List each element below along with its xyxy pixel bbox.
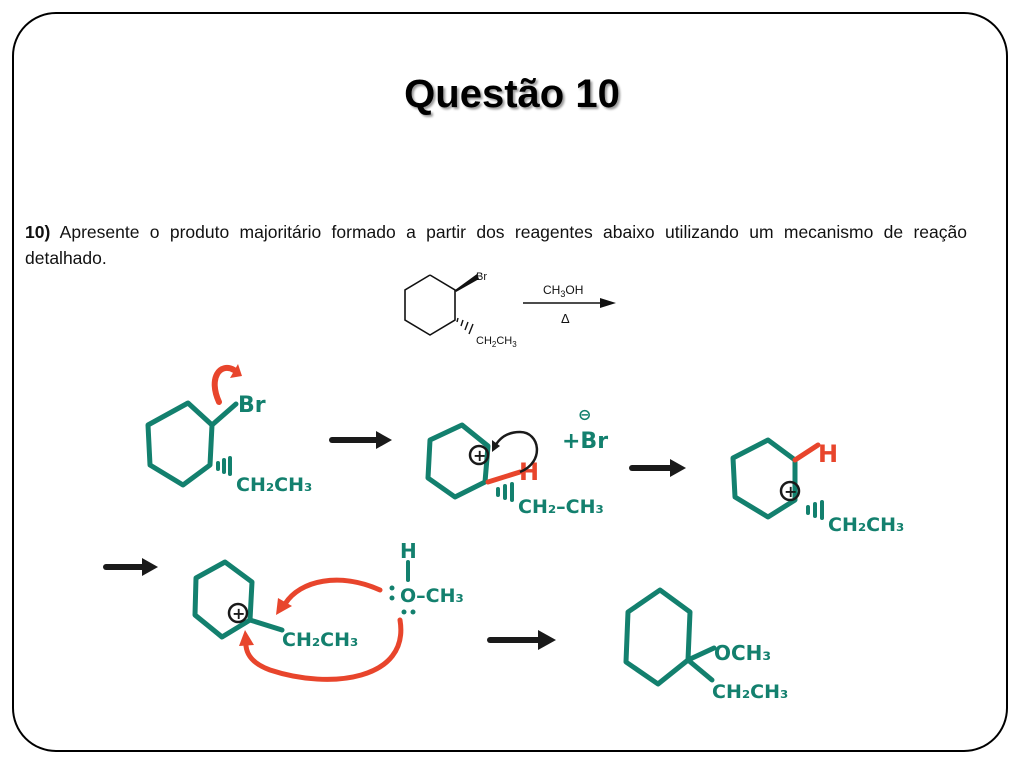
slide-title: Questão 10 [404, 72, 620, 116]
mechanism-arrow-2-head [670, 459, 686, 477]
question-body: Apresente o produto majoritário formado … [25, 222, 967, 268]
step1-structure [145, 400, 239, 488]
reagent-label: CH3OH [543, 283, 583, 299]
mechanism-arrow-1-head [376, 431, 392, 449]
step4-ethyl: CH₂CH₃ [282, 629, 358, 651]
step3-hydrogen: H [818, 440, 838, 468]
step4-lone-pairs [389, 585, 416, 615]
step1-arrow-head [230, 364, 242, 378]
step2-ch-bond [485, 469, 523, 485]
step3-structure [730, 437, 798, 520]
step3-ethyl: CH₂CH₃ [828, 514, 904, 536]
mechanism-arrow-3-head [142, 558, 158, 576]
step1-ring [145, 400, 215, 488]
step3-carbocation-sign: + [784, 482, 797, 501]
step3-ring [730, 437, 798, 520]
step2-bromide-charge: ⊖ [578, 405, 591, 424]
step4-structure [192, 559, 285, 640]
question-text: 10) Apresente o produto majoritário form… [25, 219, 967, 271]
heat-label: Δ [561, 311, 570, 326]
step4-attack-arrow [282, 577, 383, 607]
step2-curved-arrow [492, 430, 539, 474]
step4-carbocation-circle [227, 602, 249, 624]
step2-hydrogen: H [519, 458, 539, 486]
step4-loop-arrow-head [239, 630, 254, 646]
br-label: Br [476, 271, 487, 283]
step1-ethyl: CH₂CH₃ [236, 474, 312, 496]
product-methoxy: OCH₃ [714, 641, 771, 665]
slide-frame [12, 12, 1008, 752]
hashed-bond [456, 317, 474, 335]
step4-methanol: O–CH₃ [400, 585, 464, 607]
step3-hashes [806, 500, 824, 520]
step4-ring [192, 559, 255, 640]
product-structure [623, 587, 717, 687]
step4-carbocation-sign: + [232, 604, 245, 623]
step1-hashes [216, 456, 232, 476]
reaction-arrow-head [600, 298, 616, 308]
step4-attack-arrow-head [276, 598, 292, 615]
product-ethyl: CH₂CH₃ [712, 681, 788, 703]
step2-ethyl: CH₂–CH₃ [518, 496, 604, 518]
step2-carbocation-sign: + [473, 446, 486, 465]
ethyl-label: CH2CH3 [476, 335, 517, 349]
step1-curved-arrow [211, 365, 237, 405]
step4-loop-arrow [243, 617, 404, 682]
step2-ring [425, 422, 491, 500]
step2-structure [425, 422, 491, 500]
step3-ch-bond [792, 442, 821, 463]
step4-hydrogen: H [400, 539, 417, 563]
step1-br: Br [238, 393, 266, 418]
step2-hashes [496, 482, 514, 502]
step3-carbocation-circle [779, 480, 801, 502]
wedge-bond [455, 274, 479, 292]
mechanism-arrow-4-head [538, 630, 556, 650]
step2-carbocation-circle [468, 444, 490, 466]
product-ring [623, 587, 693, 687]
step2-bromide: +Br [562, 429, 608, 454]
step2-arrow-head [492, 440, 500, 452]
question-number: 10) [25, 222, 51, 242]
